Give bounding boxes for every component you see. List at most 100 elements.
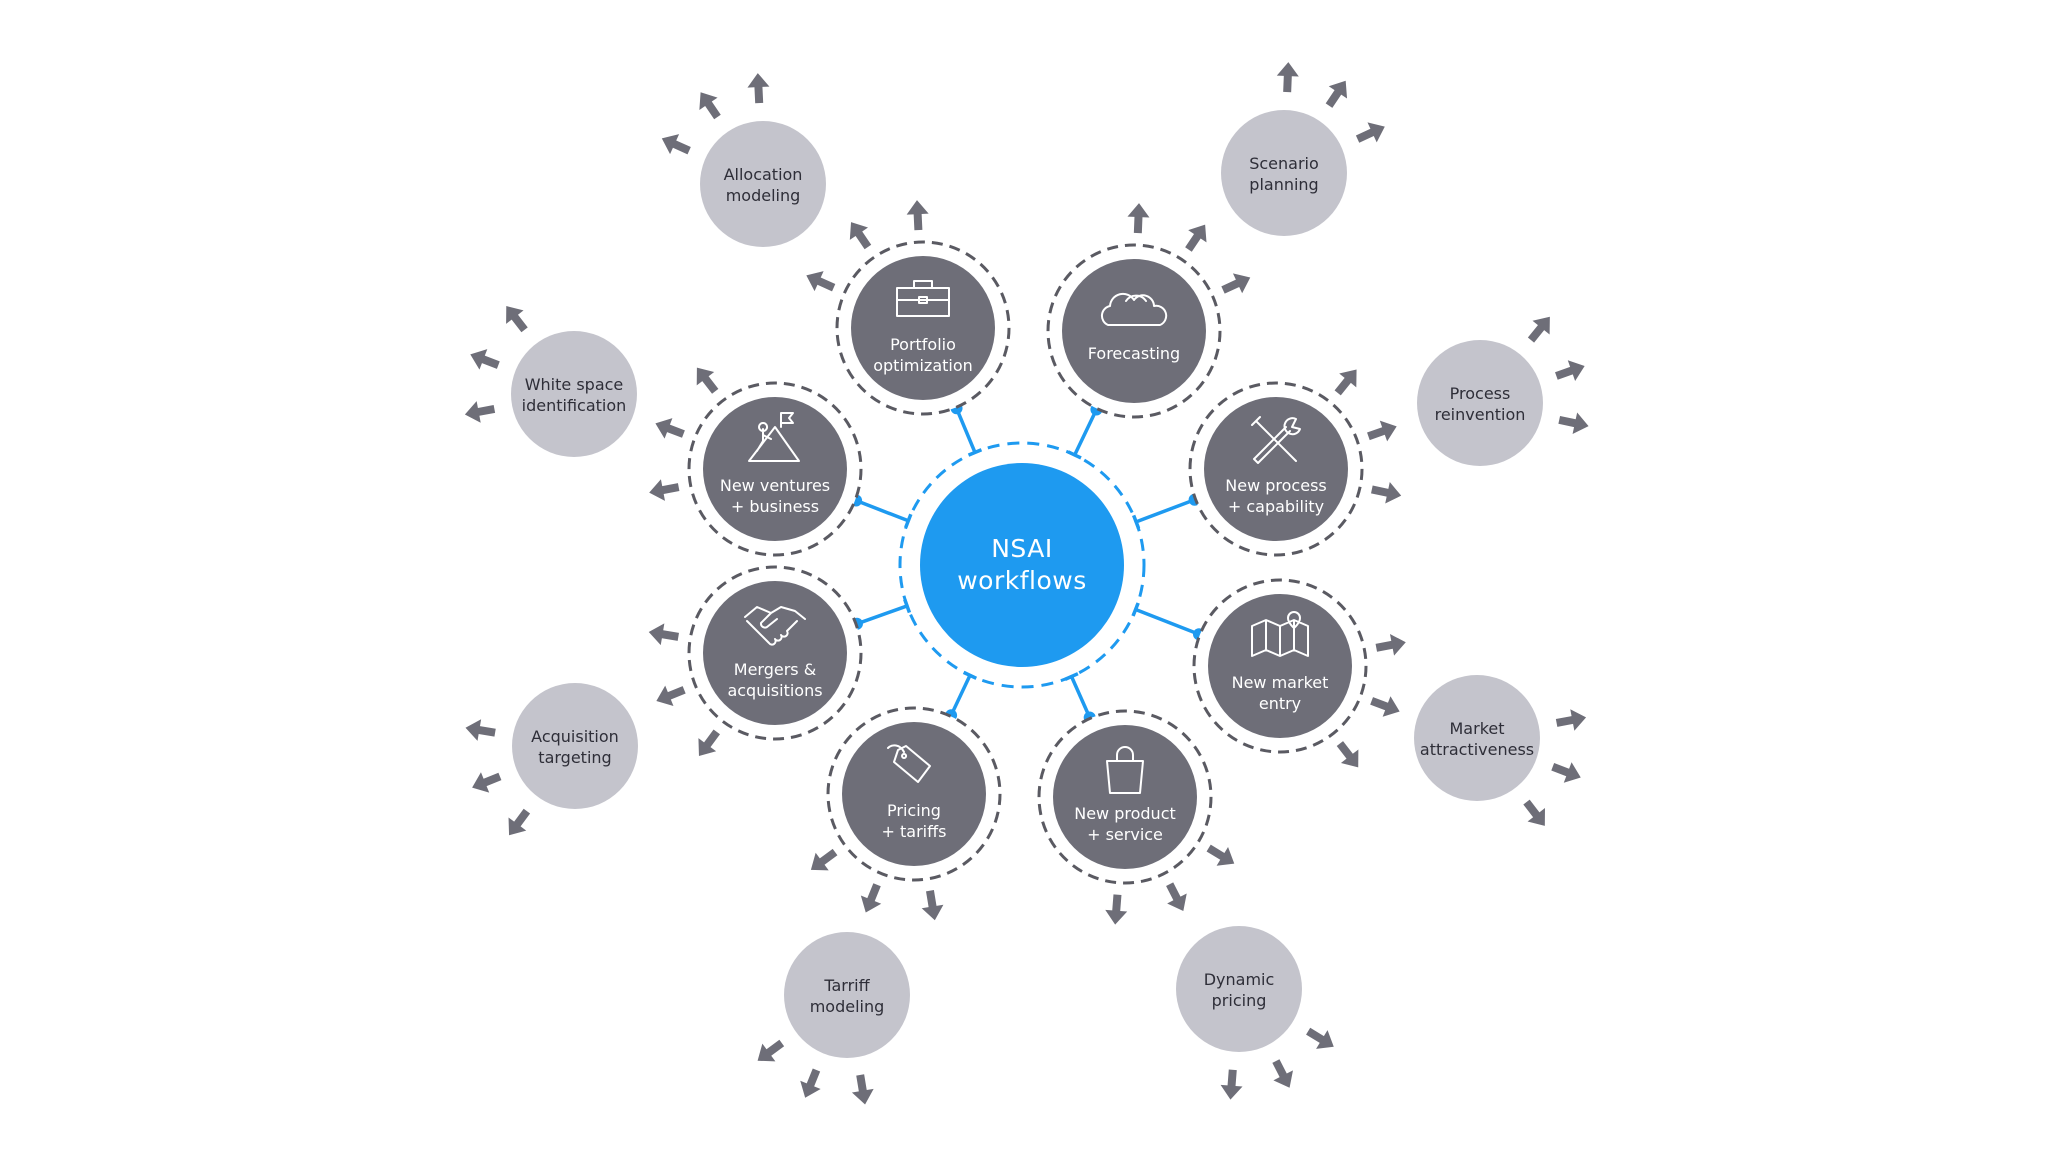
workflow-node-portfolio[interactable]: Portfolio optimization: [835, 240, 1011, 416]
arrow-icon: [1551, 762, 1581, 783]
workflow-circle: [842, 722, 986, 866]
workflow-label: New product: [1074, 804, 1176, 823]
arrow-icon: [1272, 1059, 1293, 1088]
outcome-node-mergers[interactable]: Acquisition targeting: [512, 683, 638, 809]
arrow-icon: [1276, 62, 1299, 93]
workflow-node-mergers[interactable]: Mergers &acquisitions: [687, 565, 863, 741]
arrow-shape: [1185, 224, 1207, 252]
arrow-icon: [1105, 894, 1128, 925]
arrow-icon: [757, 1039, 785, 1062]
center-label: workflows: [957, 566, 1087, 595]
map-icon: [1251, 611, 1309, 657]
outcome-label: attractiveness: [1420, 740, 1534, 759]
arrow-shape: [1127, 203, 1150, 234]
arrow-icon: [1325, 80, 1348, 108]
arrow-icon: [661, 134, 691, 155]
arrow-icon: [508, 808, 531, 836]
arrow-icon: [1127, 203, 1150, 234]
outcome-circle: [784, 932, 910, 1058]
arrow-icon: [747, 73, 770, 104]
outcome-label: Market: [1450, 719, 1505, 738]
arrow-shape: [508, 808, 531, 836]
center-label: NSAI: [991, 534, 1053, 563]
arrow-shape: [1105, 894, 1128, 925]
arrow-icon: [860, 883, 882, 913]
outcome-circle: [512, 683, 638, 809]
arrow-shape: [1523, 799, 1545, 826]
workflow-node-pricing[interactable]: Pricing+ tariffs: [826, 706, 1002, 882]
tools-icon: [1251, 416, 1301, 464]
arrow-shape: [1206, 844, 1235, 866]
arrow-icon: [906, 200, 929, 231]
connector-line: [1073, 408, 1099, 456]
arrow-shape: [921, 890, 944, 921]
arrow-shape: [906, 200, 929, 231]
connector-line: [949, 674, 972, 717]
arrow-icon: [851, 1074, 874, 1105]
workflow-label: Portfolio: [890, 335, 956, 354]
outcome-circle: [1414, 675, 1540, 801]
shopping-bag-icon: [1106, 746, 1144, 794]
outcome-circle: [1417, 340, 1543, 466]
workflow-node-forecasting[interactable]: Forecasting: [1046, 243, 1222, 419]
arrow-shape: [860, 883, 882, 913]
arrow-shape: [1367, 420, 1397, 442]
arrow-icon: [1336, 741, 1359, 768]
workflow-label: Forecasting: [1088, 344, 1180, 363]
outcome-label: Acquisition: [531, 727, 619, 746]
outcome-node-new-market[interactable]: Market attractiveness: [1414, 675, 1540, 801]
workflow-label: + capability: [1228, 497, 1324, 516]
arrow-shape: [1166, 882, 1187, 911]
outcome-label: identification: [522, 396, 627, 415]
arrow-shape: [1555, 360, 1585, 382]
arrow-icon: [655, 418, 685, 439]
outcome-node-forecasting[interactable]: Scenario planning: [1221, 110, 1347, 236]
arrow-shape: [1355, 122, 1385, 143]
arrow-shape: [1336, 741, 1359, 768]
workflow-circle: [703, 397, 847, 541]
arrow-shape: [1370, 696, 1400, 717]
outcome-label: targeting: [538, 748, 611, 767]
arrow-shape: [1272, 1059, 1293, 1088]
arrow-icon: [800, 1068, 821, 1098]
arrow-shape: [698, 729, 721, 756]
workflow-circle: [1208, 594, 1352, 738]
arrow-shape: [472, 772, 502, 793]
connector-line: [954, 407, 977, 454]
workflow-label: entry: [1259, 694, 1301, 713]
arrow-shape: [806, 271, 836, 292]
workflow-node-new-market[interactable]: New market entry: [1192, 578, 1368, 754]
outcome-label: Scenario: [1249, 154, 1319, 173]
outcome-label: reinvention: [1435, 405, 1526, 424]
workflow-circle: [851, 256, 995, 400]
workflow-node-new-process[interactable]: New process+ capability: [1188, 381, 1364, 557]
arrow-shape: [1558, 412, 1589, 434]
workflow-label: optimization: [873, 356, 973, 375]
arrow-icon: [1523, 799, 1545, 826]
arrow-icon: [1555, 709, 1587, 731]
workflow-label: New market: [1232, 673, 1329, 692]
connector-line: [1134, 607, 1200, 636]
workflow-node-new-ventures[interactable]: New ventures+ business: [687, 381, 863, 557]
outcome-label: White space: [525, 375, 624, 394]
outcome-label: Tarriff: [823, 976, 870, 995]
arrow-shape: [649, 479, 680, 501]
outcome-label: planning: [1249, 175, 1318, 194]
arrow-shape: [1306, 1027, 1334, 1049]
arrow-shape: [1276, 62, 1299, 93]
arrow-shape: [696, 367, 719, 394]
arrow-shape: [1527, 316, 1550, 343]
arrow-shape: [1555, 709, 1587, 731]
arrow-icon: [1334, 369, 1357, 396]
arrow-shape: [470, 349, 500, 370]
outcome-node-new-ventures[interactable]: White space identification: [511, 331, 637, 457]
arrow-icon: [656, 685, 686, 706]
arrow-shape: [655, 418, 685, 439]
arrow-icon: [849, 222, 872, 250]
node-layer: NSAI workflows Portfolio optimization Alloca…: [511, 110, 1543, 1058]
workflow-node-new-product[interactable]: New product+ service: [1037, 709, 1213, 885]
